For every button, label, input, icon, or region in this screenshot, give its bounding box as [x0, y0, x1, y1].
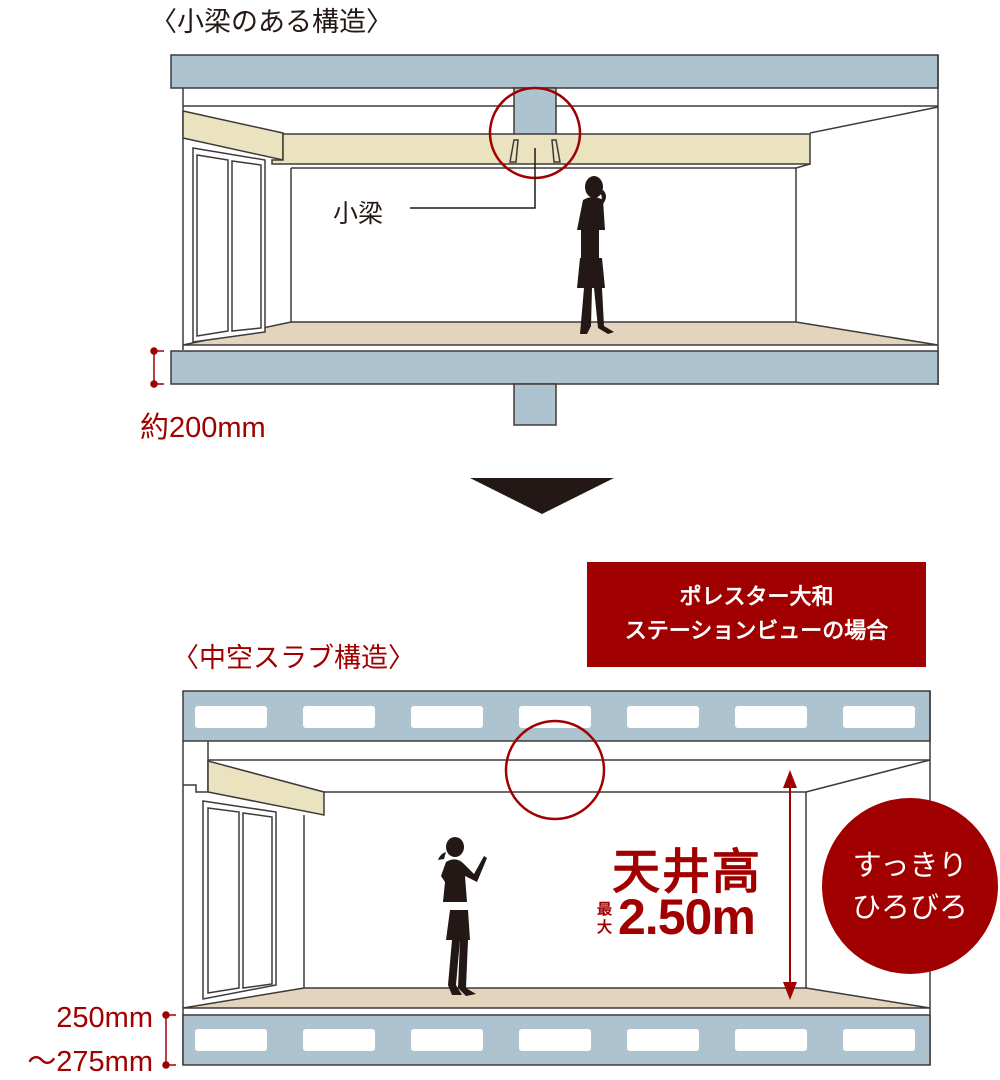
beam-leader-line: [410, 148, 536, 209]
beam-label: 小梁: [333, 199, 384, 228]
top-ceiling-slab: [170, 54, 939, 89]
case-label-line1: ポレスター大和: [679, 584, 834, 610]
bottom-left-beam: [207, 760, 325, 816]
top-room-diagram: [170, 54, 939, 426]
bottom-dimension-marker: [162, 1011, 176, 1069]
top-main-beam: [271, 133, 811, 165]
spacious-badge: すっきり ひろびろ: [822, 798, 998, 974]
badge-line1: すっきり: [852, 848, 968, 882]
case-label-line2: ステーションビューの場合: [624, 618, 889, 644]
bottom-person-silhouette: [438, 837, 487, 996]
bottom-section-title: 〈中空スラブ構造〉: [172, 643, 415, 674]
bottom-slab-thickness-min: 250mm: [56, 1002, 153, 1034]
ceiling-height-arrow: [783, 770, 797, 1000]
badge-line2: ひろびろ: [851, 890, 968, 924]
bottom-slab-thickness-max: ～275mm: [27, 1046, 153, 1078]
case-label-box: ポレスター大和 ステーションビューの場合: [587, 562, 926, 667]
bottom-ceiling-highlight-circle: [504, 719, 606, 821]
bottom-floor: [182, 987, 931, 1009]
ceiling-height-value: 2.50m: [618, 889, 756, 945]
top-dimension-marker: [150, 347, 164, 388]
top-person-silhouette: [577, 176, 614, 334]
top-slab-thickness: 約200mm: [140, 412, 266, 444]
top-floor-slab: [170, 350, 939, 385]
max-label: 最大: [597, 900, 613, 936]
ceiling-height-label: 天井高: [612, 844, 763, 900]
down-arrow-icon: [470, 478, 614, 514]
top-section-title: 〈小梁のある構造〉: [150, 7, 393, 38]
top-beam-column: [513, 87, 557, 141]
slab-hollow-voids: [195, 706, 915, 1051]
bottom-room-diagram: [182, 690, 931, 1066]
top-floor: [182, 321, 939, 346]
